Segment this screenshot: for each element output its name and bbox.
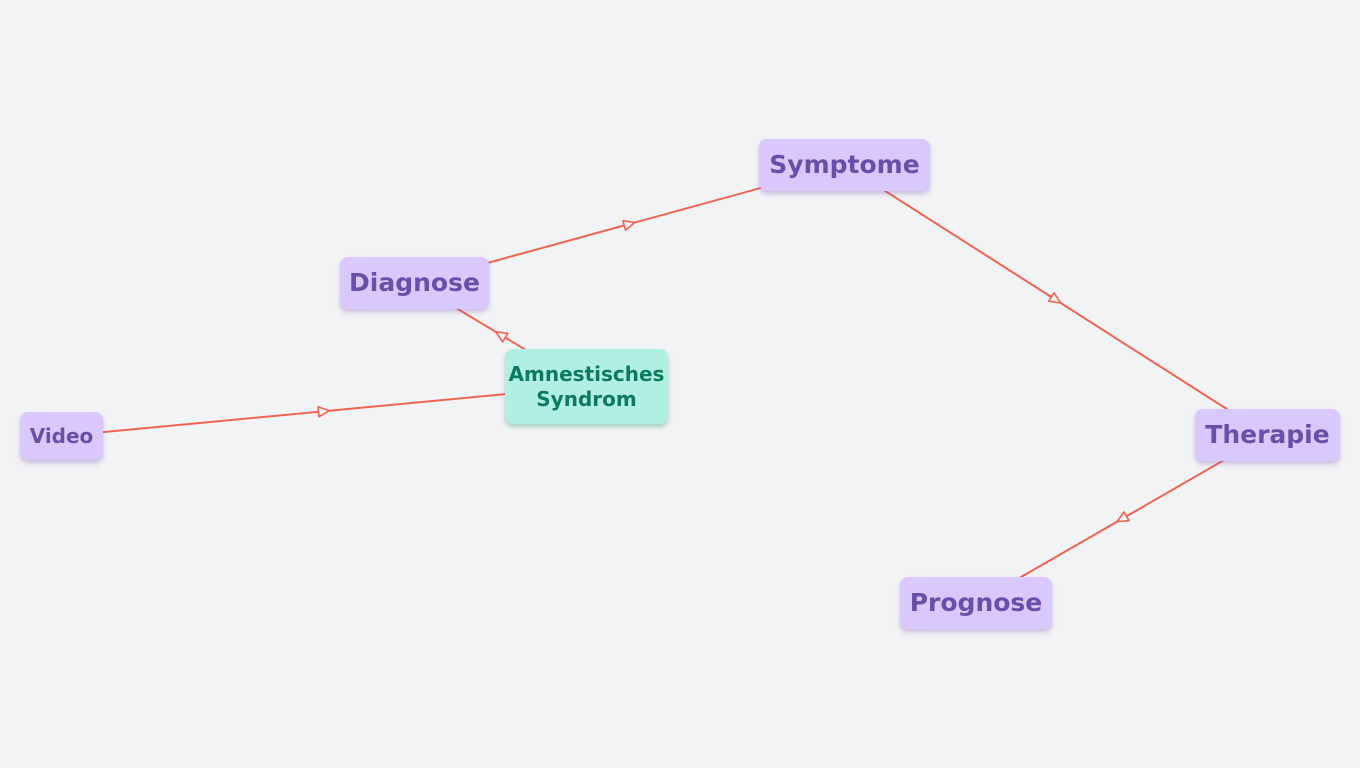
connector-arrow-icon xyxy=(1116,511,1130,523)
node-diagnose-label: Diagnose xyxy=(349,268,480,298)
connector-arrow-icon xyxy=(317,405,331,418)
central-topic-label: Amnestisches Syndrom xyxy=(508,361,665,411)
connector-therapie-prognose xyxy=(975,434,1268,604)
node-prognose[interactable]: Prognose xyxy=(900,577,1052,629)
node-video-label: Video xyxy=(29,423,94,448)
connector-arrow-icon xyxy=(494,331,509,343)
connector-symptome-therapie xyxy=(843,164,1269,436)
node-diagnose[interactable]: Diagnose xyxy=(340,257,489,309)
connector-video-central xyxy=(61,385,587,437)
connector-arrow-icon xyxy=(1047,292,1062,304)
connector-arrow-icon xyxy=(622,219,636,232)
node-therapie-label: Therapie xyxy=(1205,420,1330,450)
node-therapie[interactable]: Therapie xyxy=(1195,409,1340,461)
node-video[interactable]: Video xyxy=(20,412,103,460)
node-prognose-label: Prognose xyxy=(909,588,1043,618)
node-symptome[interactable]: Symptome xyxy=(759,139,930,191)
central-topic-node[interactable]: Amnestisches Syndrom xyxy=(505,349,668,424)
node-symptome-label: Symptome xyxy=(769,150,920,180)
